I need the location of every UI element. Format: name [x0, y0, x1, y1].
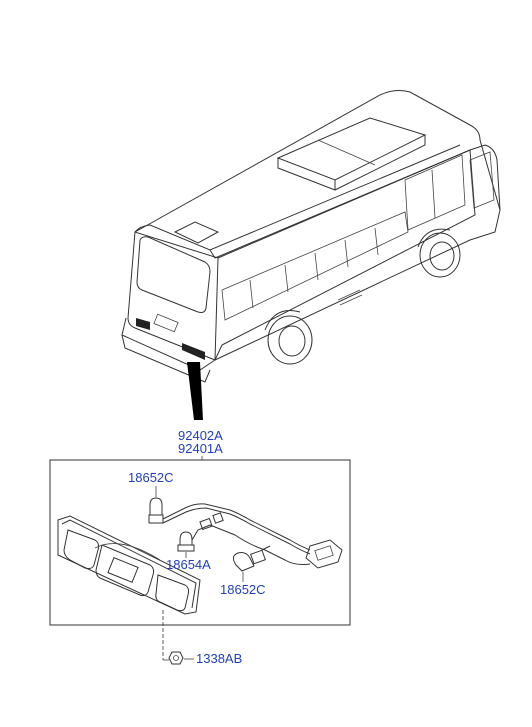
- label-18652c-right: 18652C: [220, 582, 266, 597]
- label-92402a: 92402A: [178, 428, 223, 443]
- bus-illustration: [121, 90, 501, 383]
- detail-box: [49, 459, 351, 626]
- wiring-harness: [162, 503, 343, 569]
- bulb-socket-top: [148, 497, 164, 524]
- label-1338ab: 1338AB: [196, 651, 242, 666]
- leader-arrow: [187, 362, 203, 420]
- label-18654a: 18654A: [166, 557, 211, 572]
- front-wheel: [417, 228, 461, 278]
- screw: [168, 651, 184, 665]
- bulb-socket-right: [232, 545, 271, 572]
- socket-mid: [177, 531, 195, 552]
- lamp-housing: [57, 515, 201, 615]
- label-92401a: 92401A: [178, 441, 223, 456]
- label-18652c-top: 18652C: [128, 470, 174, 485]
- rear-wheel: [264, 310, 313, 365]
